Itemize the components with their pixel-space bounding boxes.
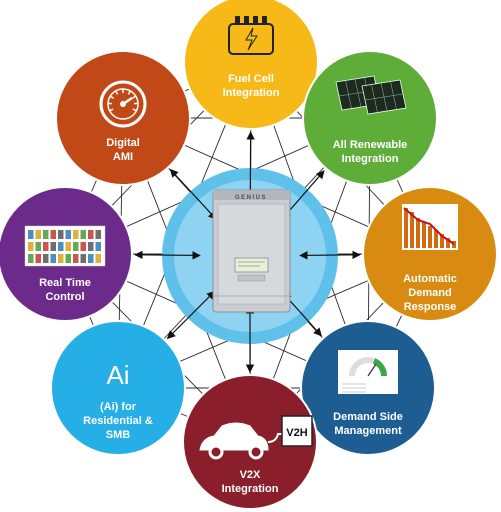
- declining-bar-chart-icon: [402, 204, 458, 250]
- arrow-ai: [166, 290, 216, 340]
- node-label-renewable: All Renewable Integration: [332, 139, 408, 165]
- node-fuel-cell: [183, 0, 319, 130]
- solar-panel-icon: [335, 75, 407, 115]
- node-demand-response: [362, 186, 498, 322]
- inverter-device: [212, 189, 291, 313]
- arrow-digital-ami: [169, 168, 217, 220]
- node-label-ai: (Ai) for Residential & SMB: [83, 401, 153, 441]
- node-label-v2x: V2X Integration: [221, 469, 279, 495]
- node-label-demand-response: Automatic Demand Response: [403, 273, 457, 313]
- node-label-demand-side: Demand Side Management: [333, 411, 403, 437]
- fuel-cell-icon: [228, 16, 274, 55]
- ai-big-text: Ai: [106, 360, 130, 390]
- car-charger-icon: V2H: [199, 415, 313, 460]
- arrow-demand-response: [299, 250, 361, 260]
- speedometer-icon: [99, 80, 147, 128]
- device-brand: GENIUS: [235, 195, 267, 201]
- control-panel-icon: [24, 225, 106, 267]
- node-label-real-time: Real Time Control: [39, 277, 91, 303]
- node-ai: [50, 320, 186, 456]
- arrow-real-time: [134, 250, 201, 260]
- node-label-fuel-cell: Fuel Cell Integration: [222, 73, 280, 99]
- gauge-dashboard-icon: [338, 350, 398, 394]
- node-digital-ami: [55, 50, 191, 186]
- node-label-digital-ami: Digital AMI: [106, 137, 140, 163]
- v2h-badge: V2H: [286, 427, 307, 439]
